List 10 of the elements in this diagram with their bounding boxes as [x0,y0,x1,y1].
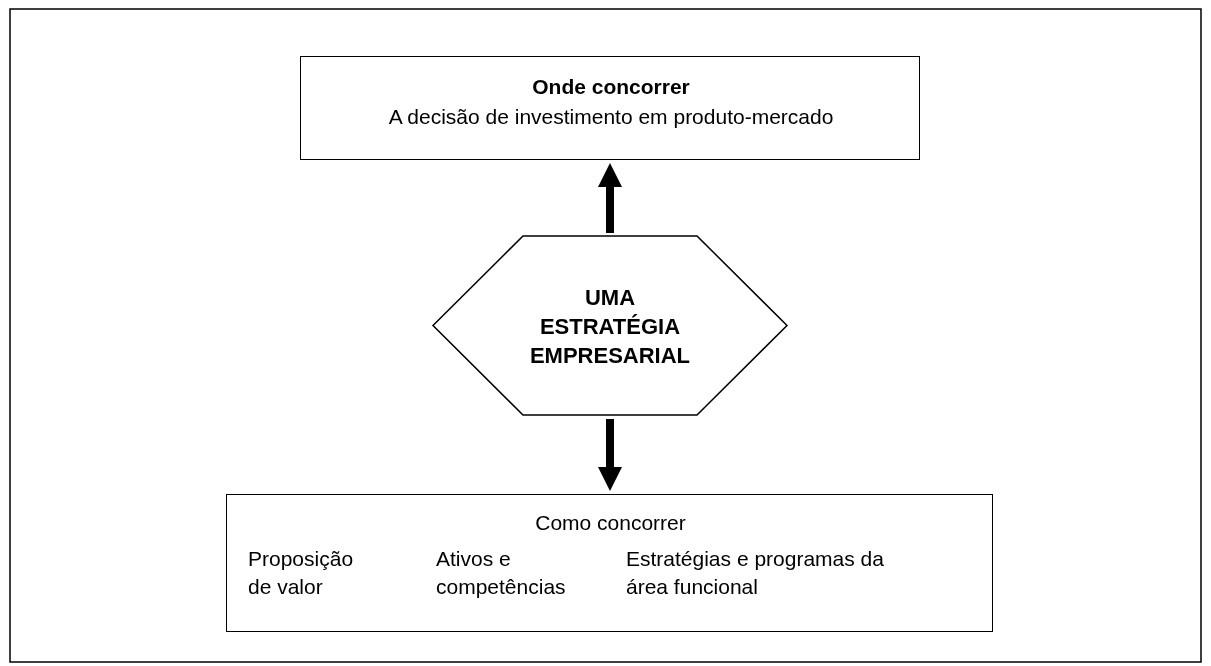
heading: UMA ESTRATÉGIA EMPRESARIAL [528,284,692,370]
text-box [300,56,920,160]
heading: Onde concorrer [531,74,691,100]
hexagon-shape [433,236,787,415]
text-box [226,494,993,632]
description: Proposição de valor [248,546,355,600]
heading: Como concorrer [534,510,687,536]
description: Estratégias e programas da área funcional [626,546,885,600]
description: Ativos e competências [436,546,567,600]
description: A decisão de investimento em produto-mercado [387,104,835,130]
